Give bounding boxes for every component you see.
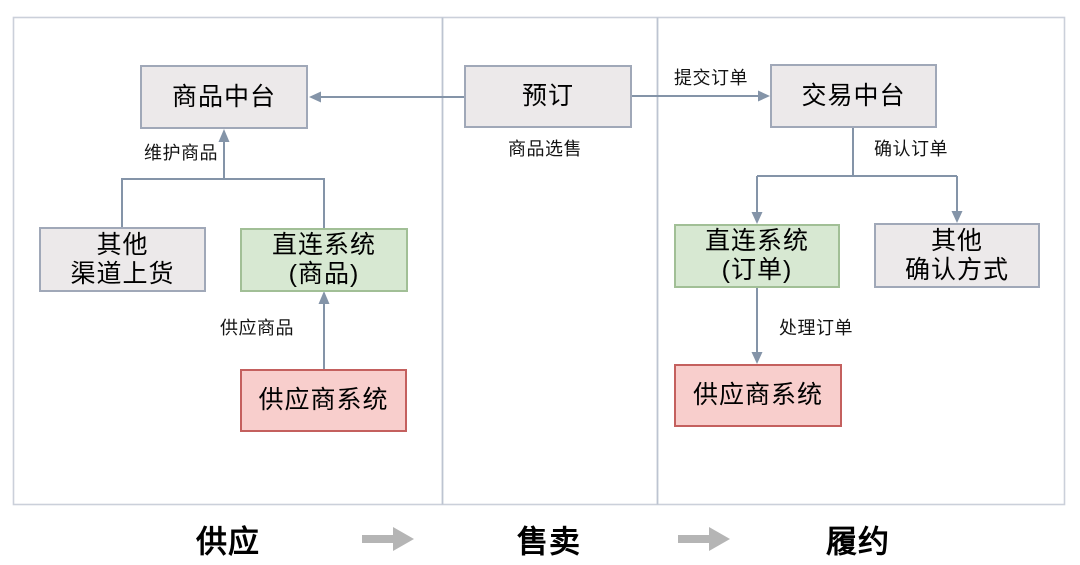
node-other-confirm-methods: 其他 确认方式 [874, 223, 1040, 288]
connectors [121, 95, 958, 369]
stage-label-sell: 售卖 [517, 524, 581, 560]
node-other-channels-line2: 渠道上货 [70, 259, 175, 288]
node-trade-platform: 交易中台 [770, 64, 937, 128]
arrowhead-down-supplier-right [751, 352, 763, 364]
node-direct-connect-product-line2: (商品) [288, 260, 360, 288]
stage-label-fulfill: 履约 [826, 524, 890, 560]
edge-label-submit-order: 提交订单 [674, 68, 748, 88]
arrowhead-up-direct-product [318, 291, 330, 304]
node-direct-connect-order-line2: (订单) [721, 256, 793, 284]
node-direct-connect-product: 直连系统 (商品) [240, 228, 408, 292]
stage-arrows [362, 527, 730, 551]
edge-left-branch-line [121, 178, 325, 228]
arrowheads [218, 90, 963, 364]
edge-label-confirm-order: 确认订单 [874, 139, 948, 159]
arrowhead-left-product-platform [309, 91, 321, 103]
outer-frame [12, 16, 1066, 506]
node-other-channels: 其他 渠道上货 [39, 227, 206, 292]
arrowhead-up-product-platform [218, 129, 230, 142]
edge-label-maintain-product: 维护商品 [144, 143, 218, 163]
edge-confirm-order-lines [756, 128, 958, 213]
stage-arrow-supply-to-sell-icon [362, 527, 414, 551]
node-supplier-system-right: 供应商系统 [674, 364, 842, 427]
edge-label-process-order: 处理订单 [779, 318, 853, 338]
node-booking: 预订 [464, 65, 632, 128]
node-direct-connect-order: 直连系统 (订单) [674, 224, 840, 288]
arrowhead-right-trade-platform [758, 90, 770, 102]
arrowhead-down-direct-order [751, 212, 763, 224]
stage-arrow-sell-to-fulfill-icon [678, 527, 730, 551]
panel-frame [12, 16, 1066, 506]
arrowhead-down-other-confirm [951, 211, 963, 223]
node-product-platform: 商品中台 [140, 65, 308, 129]
node-direct-connect-product-line1: 直连系统 [271, 231, 376, 259]
edge-label-supply-product: 供应商品 [220, 318, 294, 338]
node-supplier-system-left: 供应商系统 [240, 369, 407, 432]
node-other-channels-line1: 其他 [96, 230, 149, 259]
edge-label-product-selection: 商品选售 [508, 139, 582, 159]
node-direct-connect-order-line1: 直连系统 [704, 227, 809, 255]
node-other-confirm-methods-line1: 其他 [930, 226, 983, 255]
node-other-confirm-methods-line2: 确认方式 [904, 255, 1009, 284]
stage-label-supply: 供应 [196, 524, 260, 560]
